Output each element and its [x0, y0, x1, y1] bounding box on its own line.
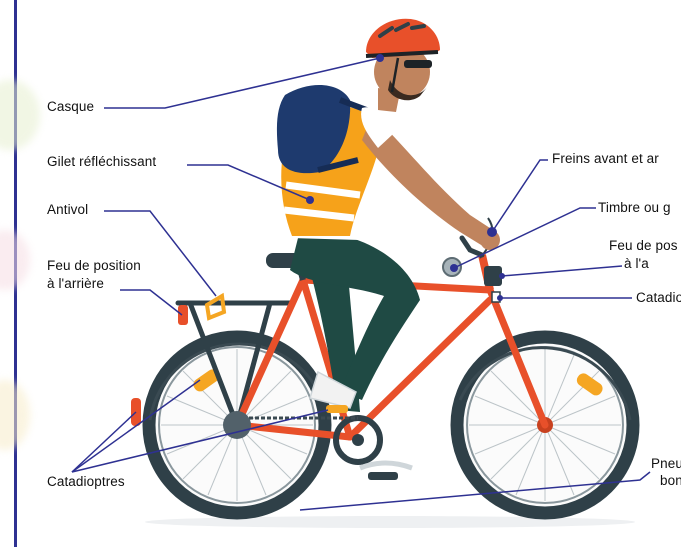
label-freins: Freins avant et ar	[552, 151, 659, 167]
leader-feu-avant	[502, 266, 622, 276]
rear-light	[178, 305, 188, 325]
label-timbre: Timbre ou g	[598, 200, 671, 216]
label-gilet-reflechissant: Gilet réfléchissant	[47, 154, 156, 170]
leader-catadioptres-1	[72, 412, 136, 472]
label-casque: Casque	[47, 99, 94, 115]
label-pneu-line1: Pneu	[651, 456, 681, 472]
bike-lock	[207, 296, 224, 318]
sunglasses	[404, 60, 432, 68]
leader-freins	[492, 160, 548, 232]
shoe-reflector	[326, 405, 348, 413]
label-catadioptres: Catadioptres	[47, 474, 125, 490]
leader-antivol	[104, 211, 216, 296]
label-catadio-avant: Catadio	[636, 290, 681, 306]
label-feu-arriere-line2: à l'arrière	[47, 276, 104, 292]
chain-guard	[360, 463, 412, 468]
leader-feu-arriere	[120, 290, 182, 315]
label-feu-arriere-line1: Feu de position	[47, 258, 141, 274]
label-pneu-line2: bon	[660, 473, 681, 489]
label-feu-avant-line1: Feu de pos	[609, 238, 678, 254]
label-antivol: Antivol	[47, 202, 88, 218]
pedal	[368, 472, 398, 480]
label-feu-avant-line2: à l'a	[624, 256, 649, 272]
